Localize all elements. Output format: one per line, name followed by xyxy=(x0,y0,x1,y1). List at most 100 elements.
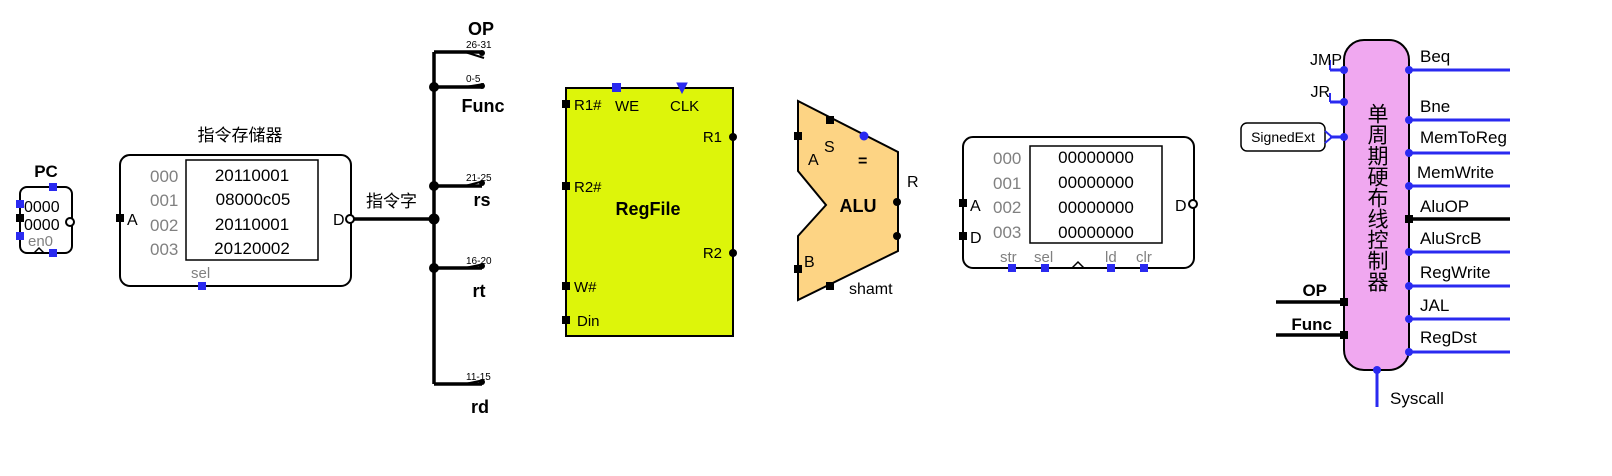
regfile-r2-pin xyxy=(729,249,737,257)
regfile-port-label: Din xyxy=(577,313,600,330)
alu-a-pin xyxy=(794,132,802,140)
register-address: 002 xyxy=(993,198,1021,217)
splitter-tap-op: 26-31 OP xyxy=(434,19,494,59)
alu[interactable]: ALU A S = R B shamt xyxy=(794,99,919,302)
tap-name: OP xyxy=(468,19,494,39)
alu-r2-pin xyxy=(893,232,901,240)
register-str-pin xyxy=(1008,264,1016,272)
imem-port-a-label: A xyxy=(127,212,138,229)
register-port-a-label: A xyxy=(970,198,981,215)
imem-port-d-label: D xyxy=(333,212,345,229)
tap-range: 11-15 xyxy=(466,372,491,383)
jr-pin xyxy=(1340,98,1348,106)
regfile-clk-pin xyxy=(676,82,688,95)
tap-range: 16-20 xyxy=(466,256,492,267)
input-label-op: OP xyxy=(1302,281,1327,300)
input-label-func: Func xyxy=(1291,315,1332,334)
jmp-pin xyxy=(1340,66,1348,74)
pc-en-label: en0 xyxy=(28,233,53,250)
controller-output: MemToReg xyxy=(1405,128,1510,157)
register-row: 003 00000000 xyxy=(993,223,1134,242)
hardwired-controller[interactable]: 单周期硬布线控制器 JMP JR SignedExt OP Func Beq B… xyxy=(1240,39,1510,408)
tap-range: 26-31 xyxy=(466,40,492,51)
alu-s-pin xyxy=(826,116,834,124)
alu-port-label: S xyxy=(824,139,835,156)
output-label: AluSrcB xyxy=(1420,229,1481,248)
register-block[interactable]: 000 00000000 001 00000000 002 00000000 0… xyxy=(959,136,1198,272)
controller-output: AluOP xyxy=(1405,197,1510,223)
regfile-r1n-pin xyxy=(562,100,570,108)
register-file[interactable]: RegFile R1# WE CLK R1 R2# R2 W# Din xyxy=(562,82,737,337)
pc-left-port-2 xyxy=(16,214,24,222)
instruction-memory[interactable]: 指令存储器 000 20110001 001 08000c05 002 2011… xyxy=(116,126,355,290)
register-ld-pin xyxy=(1107,264,1115,272)
pc-clock-icon xyxy=(33,246,45,254)
imem-row: 002 20110001 xyxy=(150,215,289,235)
output-label: RegWrite xyxy=(1420,263,1491,282)
tap-name: rd xyxy=(471,397,489,417)
pc-title: PC xyxy=(34,162,58,181)
imem-address: 003 xyxy=(150,240,178,259)
instruction-splitter[interactable]: 指令字 26-31 OP 0-5 Func 21-25 rs xyxy=(354,19,505,417)
tap-range: 21-25 xyxy=(466,173,492,184)
regfile-r2n-pin xyxy=(562,182,570,190)
alu-port-label: shamt xyxy=(849,281,893,298)
regfile-port-label: WE xyxy=(615,98,639,115)
imem-value: 08000c05 xyxy=(216,190,291,209)
alu-shamt-pin xyxy=(826,282,834,290)
register-clock-icon xyxy=(1071,260,1085,269)
imem-address: 002 xyxy=(150,216,178,235)
imem-value: 20110001 xyxy=(215,215,289,234)
register-table xyxy=(1029,145,1163,244)
alu-port-label: = xyxy=(858,153,867,170)
imem-sel-label: sel xyxy=(191,265,210,282)
register-value: 00000000 xyxy=(1058,148,1134,167)
regfile-port-label: CLK xyxy=(670,98,699,115)
output-label: Beq xyxy=(1420,47,1450,66)
op-pin xyxy=(1340,298,1348,306)
tap-name: rs xyxy=(473,190,490,210)
register-control-label: ld xyxy=(1105,249,1117,266)
imem-sel-port xyxy=(198,282,206,290)
splitter-input-label: 指令字 xyxy=(366,192,417,212)
regfile-din-pin xyxy=(562,316,570,324)
imem-port-a-pin xyxy=(116,214,124,222)
pc-register[interactable]: PC 0000 0000 en0 xyxy=(16,162,75,257)
register-value: 00000000 xyxy=(1058,173,1134,192)
imem-address: 000 xyxy=(150,167,178,186)
input-label-jr: JR xyxy=(1310,84,1330,101)
output-label: AluOP xyxy=(1420,197,1469,216)
register-row: 001 00000000 xyxy=(993,173,1134,193)
output-label: JAL xyxy=(1420,296,1449,315)
splitter-tap-func: 0-5 Func xyxy=(429,74,505,116)
splitter-tap-rd: 11-15 rd xyxy=(434,372,491,417)
regfile-we-pin xyxy=(612,83,621,92)
controller-output: RegDst xyxy=(1405,328,1510,356)
signedext-label: SignedExt xyxy=(1251,129,1315,145)
register-d-in-pin xyxy=(959,232,967,240)
pc-bottom-port xyxy=(49,249,57,257)
pc-line-1: 0000 xyxy=(24,199,60,216)
tap-name: Func xyxy=(462,96,505,116)
alu-port-label: R xyxy=(907,174,919,191)
pc-top-port xyxy=(49,183,57,191)
regfile-port-label: R1# xyxy=(574,97,602,114)
register-port-d-out-label: D xyxy=(1175,198,1187,215)
alu-title: ALU xyxy=(840,196,877,216)
register-row: 002 00000000 xyxy=(993,198,1134,217)
alu-port-label: A xyxy=(808,152,819,169)
controller-output: RegWrite xyxy=(1405,263,1510,290)
imem-row: 000 20110001 xyxy=(150,166,289,186)
regfile-port-label: R1 xyxy=(703,129,722,146)
register-control-label: clr xyxy=(1136,249,1152,266)
alu-port-label: B xyxy=(804,254,815,271)
splitter-junction xyxy=(428,213,440,225)
output-label: RegDst xyxy=(1420,328,1477,347)
register-d-out-pin xyxy=(1188,199,1198,209)
register-address: 000 xyxy=(993,149,1021,168)
register-port-d-label: D xyxy=(970,230,982,247)
output-label: MemToReg xyxy=(1420,128,1507,147)
pc-line-2: 0000 xyxy=(24,217,60,234)
imem-title: 指令存储器 xyxy=(198,126,283,146)
pc-left-port-1 xyxy=(16,200,24,208)
